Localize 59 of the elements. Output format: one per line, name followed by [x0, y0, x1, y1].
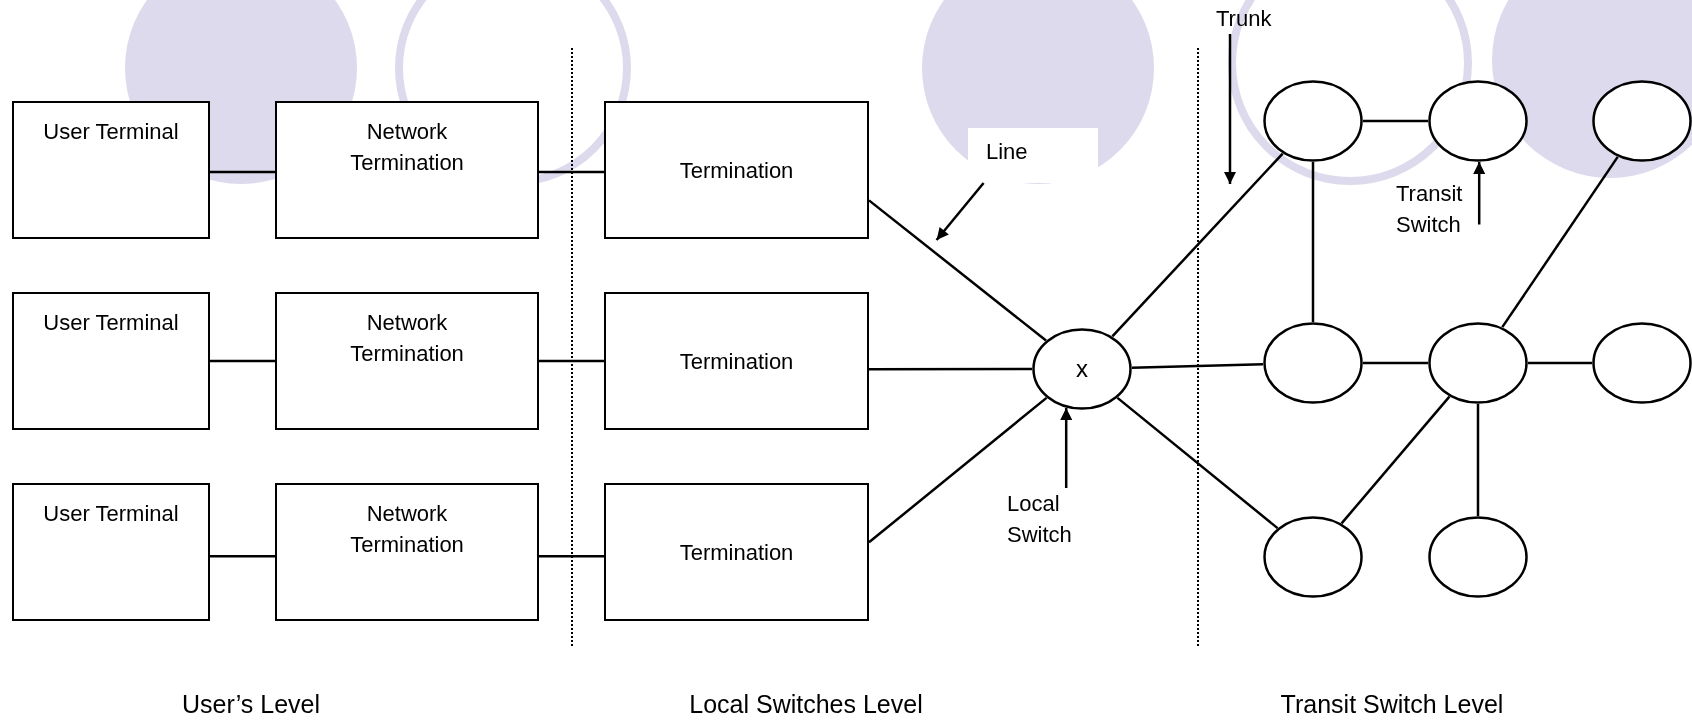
- process-box: [275, 292, 539, 430]
- level-label: Transit Switch Level: [1280, 690, 1504, 719]
- switch-ellipse: [1428, 80, 1528, 162]
- box-label: Network Termination: [349, 309, 465, 368]
- connection-line: [1501, 156, 1619, 328]
- box-label: User Terminal: [43, 500, 179, 528]
- switch-node: [1032, 328, 1132, 410]
- switch-ellipse: [1263, 80, 1363, 162]
- process-box: [604, 292, 869, 430]
- connection-line: [210, 554, 275, 558]
- switch-ellipse: [1428, 516, 1528, 598]
- connection-line: [1116, 396, 1279, 530]
- connection-line: [539, 554, 604, 558]
- connection-line: [539, 359, 604, 363]
- leader-arrow: [1224, 34, 1236, 184]
- process-box: [275, 483, 539, 621]
- connection-line: [1476, 404, 1480, 516]
- switch-ellipse: [1263, 516, 1363, 598]
- level-label: Local Switches Level: [689, 690, 923, 719]
- switch-ellipse: [1428, 322, 1528, 404]
- callout-box: [968, 128, 1098, 183]
- switch-ellipse: [1263, 322, 1363, 404]
- switch-ellipse: [1592, 80, 1692, 162]
- annotation-label: Transit Switch: [1396, 178, 1476, 240]
- connection-line: [1111, 152, 1284, 338]
- box-label: Network Termination: [349, 118, 465, 177]
- box-label: Termination: [679, 156, 794, 185]
- switch-ellipse: [1592, 322, 1692, 404]
- connection-line: [1131, 363, 1264, 369]
- connection-line: [868, 396, 1048, 544]
- connection-line: [1363, 119, 1428, 123]
- process-box: [12, 292, 210, 430]
- connection-line: [869, 367, 1032, 371]
- connection-line: [1340, 395, 1451, 525]
- leader-arrow: [1473, 162, 1486, 225]
- level-label: User’s Level: [182, 690, 320, 719]
- leader-arrow: [935, 182, 985, 241]
- box-label: User Terminal: [43, 309, 179, 337]
- process-box: [604, 101, 869, 239]
- process-box: [604, 483, 869, 621]
- connection-line: [1363, 361, 1428, 365]
- callout-label: Line: [986, 139, 1028, 164]
- box-label: Network Termination: [349, 500, 465, 559]
- connection-line: [210, 170, 275, 174]
- process-box: [275, 101, 539, 239]
- switch-symbol: x: [1076, 355, 1088, 383]
- annotation-label: Local Switch: [1007, 488, 1087, 550]
- connection-line: [868, 199, 1047, 342]
- connection-line: [210, 359, 275, 363]
- connection-line: [1528, 361, 1592, 365]
- leader-arrow: [1060, 407, 1073, 488]
- box-label: Termination: [679, 538, 794, 567]
- process-box: [12, 101, 210, 239]
- box-label: Termination: [679, 347, 794, 376]
- connection-line: [1311, 162, 1315, 322]
- box-label: User Terminal: [43, 118, 179, 146]
- process-box: [12, 483, 210, 621]
- connection-line: [539, 170, 604, 174]
- annotation-label: Trunk: [1216, 3, 1286, 34]
